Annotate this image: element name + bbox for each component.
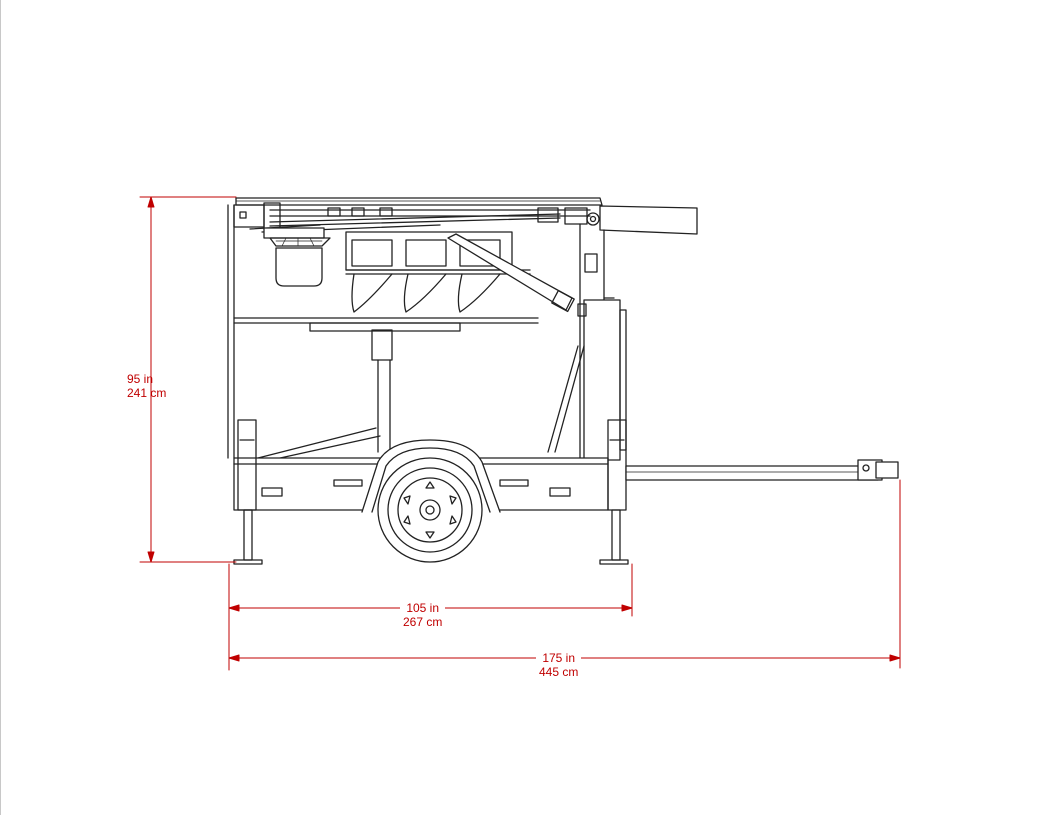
dimension-lines: [139, 196, 901, 671]
height-imperial: 95 in: [127, 372, 154, 386]
wheelbase-metric: 267 cm: [403, 615, 443, 629]
wheel: [377, 457, 483, 563]
stabilizer-jacks: [233, 419, 629, 565]
light-mast: [233, 197, 698, 235]
overall-length-dimension-label: 175 in 445 cm: [536, 651, 582, 679]
tow-tongue: [625, 459, 899, 481]
wheelbase-dimension-label: 105 in 267 cm: [400, 601, 446, 629]
height-dimension-label: 95 in 241 cm: [124, 372, 169, 400]
wheelbase-imperial: 105 in: [406, 601, 440, 615]
overall-length-metric: 445 cm: [539, 665, 579, 679]
floodlight-fixtures: [263, 227, 575, 313]
page-edge: [0, 0, 1, 815]
overall-length-imperial: 175 in: [542, 651, 576, 665]
height-metric: 241 cm: [127, 386, 167, 400]
